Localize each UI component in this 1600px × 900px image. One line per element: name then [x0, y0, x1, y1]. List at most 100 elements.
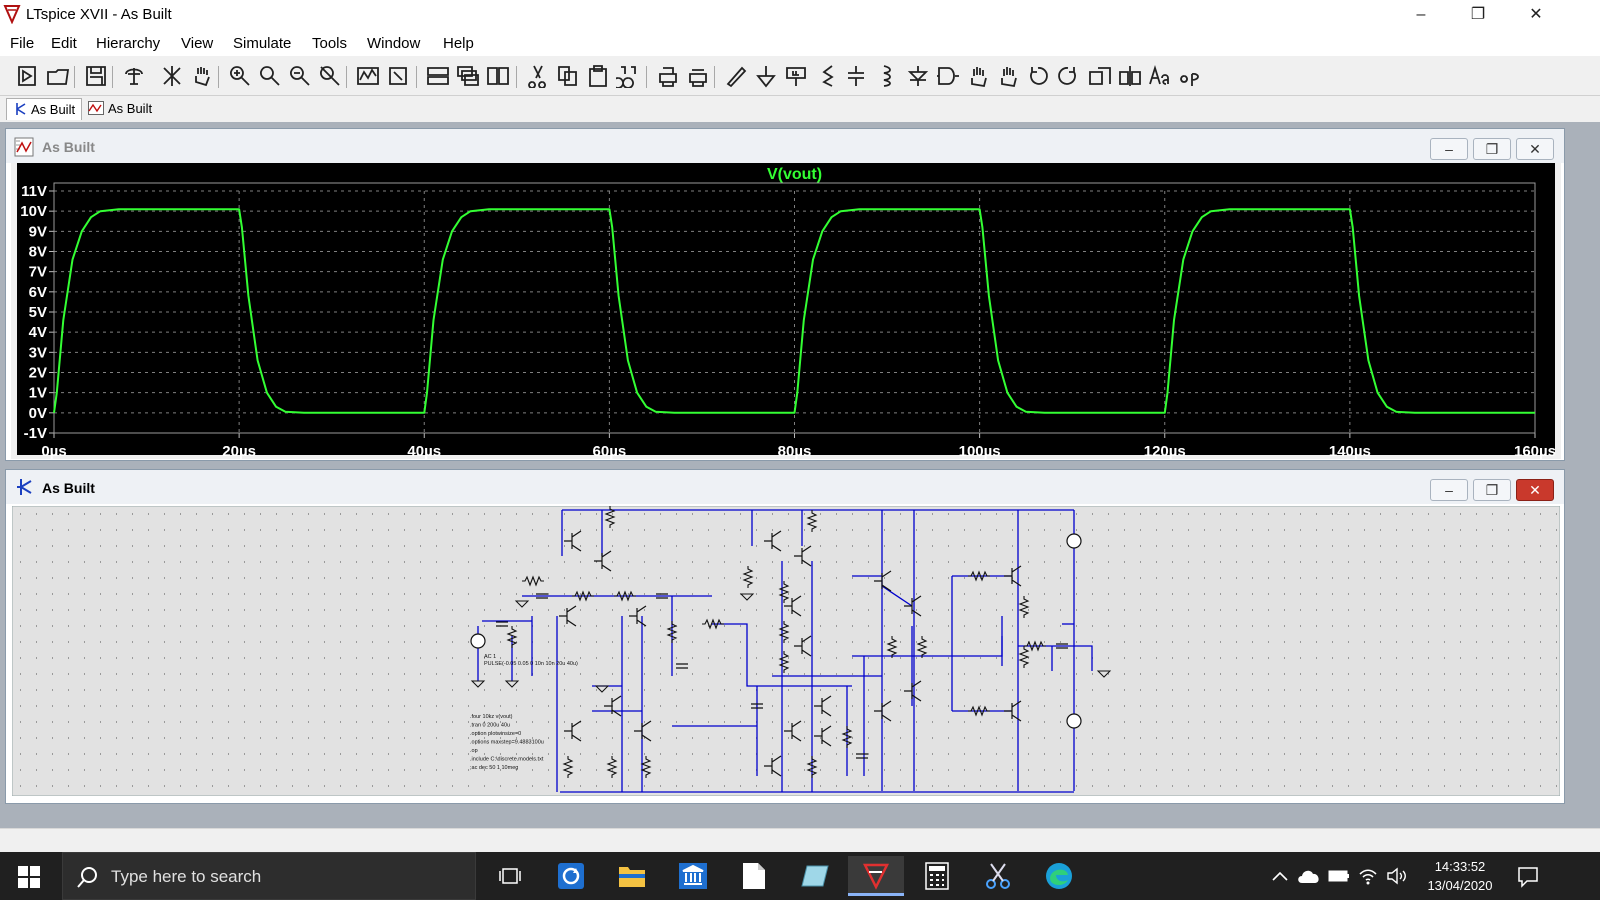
resistor-symbol[interactable]	[572, 590, 594, 602]
cascade-button[interactable]	[456, 64, 480, 88]
control-panel-button[interactable]	[122, 64, 146, 88]
menu-tools[interactable]: Tools	[312, 35, 348, 52]
tile-vertical-button[interactable]	[486, 64, 510, 88]
minimize-button[interactable]: –	[1416, 6, 1426, 23]
find-button[interactable]	[612, 64, 640, 89]
transistor-symbol[interactable]	[794, 635, 812, 657]
resistor-symbol[interactable]	[886, 636, 898, 658]
spice-directive[interactable]: .option plotwinsize=0	[470, 731, 521, 737]
zoom-fit-button[interactable]	[318, 64, 342, 88]
transistor-symbol[interactable]	[764, 755, 782, 777]
resistor-symbol[interactable]	[1024, 640, 1046, 652]
transistor-symbol[interactable]	[629, 605, 647, 627]
capacitor-symbol[interactable]	[496, 621, 508, 627]
resistor-symbol[interactable]	[640, 756, 652, 778]
menu-hierarchy[interactable]: Hierarchy	[96, 35, 161, 52]
transistor-symbol[interactable]	[764, 530, 782, 552]
taskbar-app-file-explorer[interactable]	[604, 856, 660, 896]
schematic-minimize-button[interactable]: –	[1430, 479, 1468, 501]
trace-name-label[interactable]: V(vout)	[767, 166, 822, 183]
transistor-symbol[interactable]	[564, 530, 582, 552]
transistor-symbol[interactable]	[594, 550, 612, 572]
tab-waveform[interactable]: As Built	[84, 98, 158, 120]
voltage-source-symbol[interactable]	[470, 633, 486, 649]
voltage-source-symbol[interactable]	[1066, 713, 1082, 729]
resistor-symbol[interactable]	[968, 570, 990, 582]
resistor-symbol[interactable]	[841, 726, 853, 748]
rotate-button[interactable]	[1088, 64, 1112, 88]
run-button[interactable]	[15, 64, 39, 88]
resistor-symbol[interactable]	[614, 590, 636, 602]
spice-directive[interactable]: .four 10kz v(vout)	[470, 714, 513, 720]
menu-help[interactable]: Help	[443, 35, 474, 52]
resistor-symbol[interactable]	[742, 566, 754, 588]
text-button[interactable]	[1148, 64, 1172, 88]
taskbar-search-box[interactable]: Type here to search	[62, 852, 476, 900]
transistor-symbol[interactable]	[604, 695, 622, 717]
transistor-symbol[interactable]	[634, 720, 652, 742]
capacitor-symbol[interactable]	[536, 593, 548, 599]
transistor-symbol[interactable]	[874, 570, 892, 592]
volume-icon[interactable]	[1386, 866, 1408, 886]
notifications-icon[interactable]	[1517, 866, 1539, 888]
spice-directive[interactable]: ;ac dec 50 1 10meg	[470, 765, 518, 771]
maximize-button[interactable]: ❐	[1470, 6, 1486, 23]
taskbar-app-edge[interactable]	[1031, 856, 1087, 896]
transistor-symbol[interactable]	[564, 720, 582, 742]
tab-schematic[interactable]: As Built	[6, 98, 83, 120]
resistor-symbol[interactable]	[778, 651, 790, 673]
windows-start-icon[interactable]	[18, 866, 40, 888]
wifi-icon[interactable]	[1358, 866, 1378, 886]
ground-button[interactable]	[754, 64, 778, 88]
resistor-symbol[interactable]	[1018, 596, 1030, 618]
capacitor-symbol[interactable]	[656, 593, 668, 599]
spice-directive[interactable]: .tran 0 200u 40u	[470, 723, 510, 729]
capacitor-button[interactable]	[844, 64, 868, 88]
taskbar-app-bank[interactable]	[665, 856, 721, 896]
capacitor-symbol[interactable]	[676, 663, 688, 669]
spice-directive-button[interactable]	[1178, 64, 1202, 88]
transistor-symbol[interactable]	[1004, 700, 1022, 722]
transistor-symbol[interactable]	[794, 545, 812, 567]
transistor-symbol[interactable]	[559, 605, 577, 627]
transistor-symbol[interactable]	[784, 720, 802, 742]
schematic-close-button[interactable]: ✕	[1516, 479, 1554, 501]
source-value-label[interactable]: PULSE(-0.05 0.05 0 10n 10n 20u 40u)	[484, 661, 578, 667]
taskbar-app-snipping-tool[interactable]	[970, 856, 1026, 896]
chevron-up-icon[interactable]	[1272, 870, 1288, 882]
taskbar-app-document[interactable]	[726, 856, 782, 896]
menu-simulate[interactable]: Simulate	[233, 35, 292, 52]
close-button[interactable]: ✕	[1529, 6, 1543, 23]
taskbar-app-ltspice[interactable]	[848, 856, 904, 896]
component-button[interactable]	[936, 64, 960, 88]
zoom-in-button[interactable]	[228, 64, 252, 88]
taskbar-app-editor[interactable]	[787, 856, 843, 896]
transistor-symbol[interactable]	[814, 725, 832, 747]
wire-button[interactable]	[724, 64, 748, 88]
voltage-source-symbol[interactable]	[1066, 533, 1082, 549]
halt-button[interactable]	[160, 64, 184, 88]
zoom-out-button[interactable]	[288, 64, 312, 88]
diode-button[interactable]	[906, 64, 930, 88]
trace-vout[interactable]	[53, 208, 1535, 414]
menu-edit[interactable]: Edit	[51, 35, 77, 52]
schematic-restore-button[interactable]: ❐	[1473, 479, 1511, 501]
resistor-symbol[interactable]	[806, 756, 818, 778]
resistor-symbol[interactable]	[506, 626, 518, 648]
taskbar-app-calculator[interactable]	[909, 856, 965, 896]
inductor-button[interactable]	[874, 64, 898, 88]
resistor-symbol[interactable]	[522, 575, 544, 587]
battery-icon[interactable]	[1328, 868, 1350, 884]
transistor-symbol[interactable]	[1004, 565, 1022, 587]
spice-directive[interactable]: .include C:\discrete.models.txt	[470, 757, 544, 763]
zoom-area-button[interactable]	[258, 64, 282, 88]
spice-directive[interactable]: .options maxstep=9.4883100u	[470, 740, 544, 746]
resistor-button[interactable]	[814, 64, 838, 88]
tile-horizontal-button[interactable]	[426, 64, 450, 88]
resistor-symbol[interactable]	[968, 705, 990, 717]
waveform-close-button[interactable]: ✕	[1516, 138, 1554, 160]
paste-button[interactable]	[586, 64, 610, 88]
resistor-symbol[interactable]	[562, 756, 574, 778]
taskbar-app-sync[interactable]	[543, 856, 599, 896]
